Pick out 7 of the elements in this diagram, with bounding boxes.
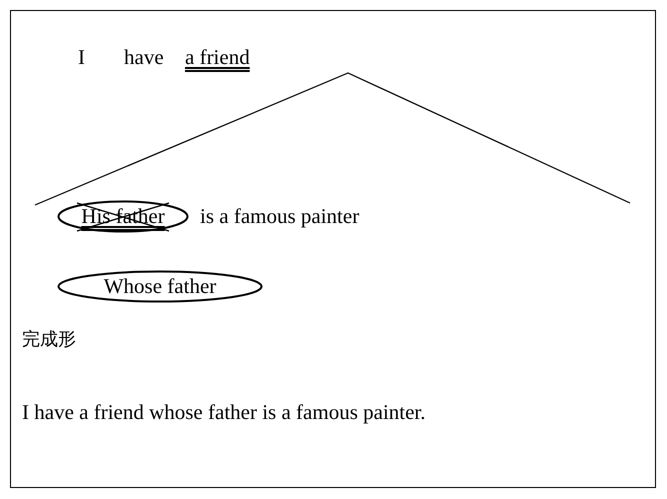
phrase: is a famous painter xyxy=(200,203,360,229)
heading: 完成形 xyxy=(22,328,76,352)
underlined-phrase: a friend xyxy=(185,44,250,70)
word: have xyxy=(124,44,164,70)
word: I xyxy=(78,44,85,70)
sentence: I have a friend whose father is a famous painter. xyxy=(22,399,426,425)
circled-phrase: Whose father xyxy=(57,270,263,303)
